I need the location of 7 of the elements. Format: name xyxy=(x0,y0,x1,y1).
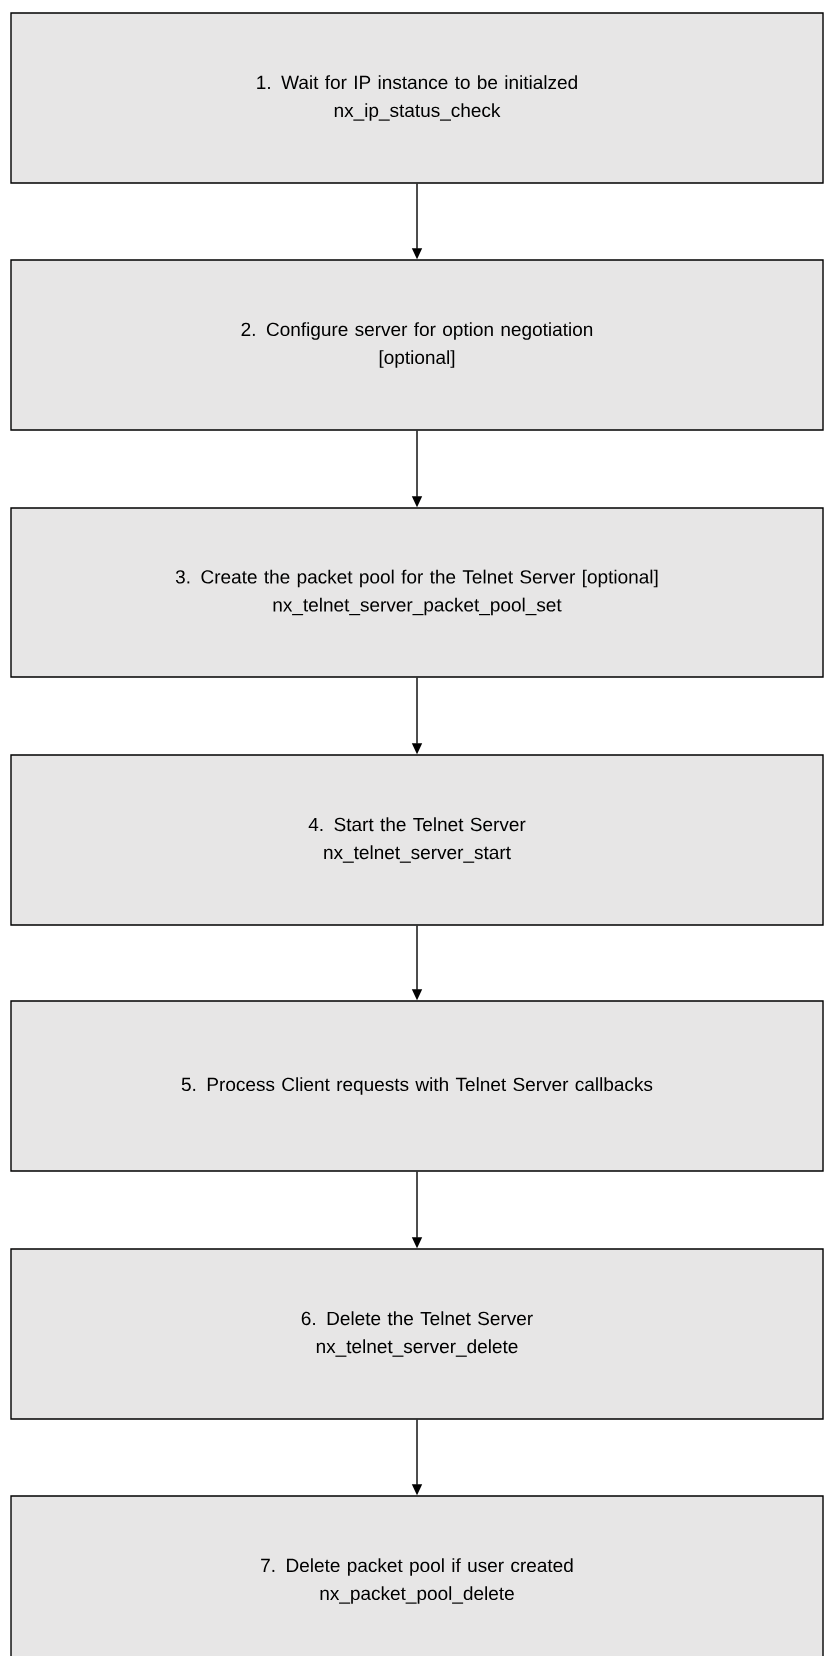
process-box: 7. Delete packet pool if user created nx_packet_pool_delete xyxy=(10,1495,824,1656)
process-box: 2. Configure server for option negotiation [optional] xyxy=(10,259,824,431)
process-box: 4. Start the Telnet Server nx_telnet_server_start xyxy=(10,754,824,926)
process-box: 1. Wait for IP instance to be initialzed nx_ip_status_check xyxy=(10,12,824,184)
process-box: 6. Delete the Telnet Server nx_telnet_server_delete xyxy=(10,1248,824,1420)
process-box: 5. Process Client requests with Telnet Server callbacks xyxy=(10,1000,824,1172)
process-box: 3. Create the packet pool for the Telnet Server [optional] nx_telnet_server_packet_pool_set xyxy=(10,507,824,678)
